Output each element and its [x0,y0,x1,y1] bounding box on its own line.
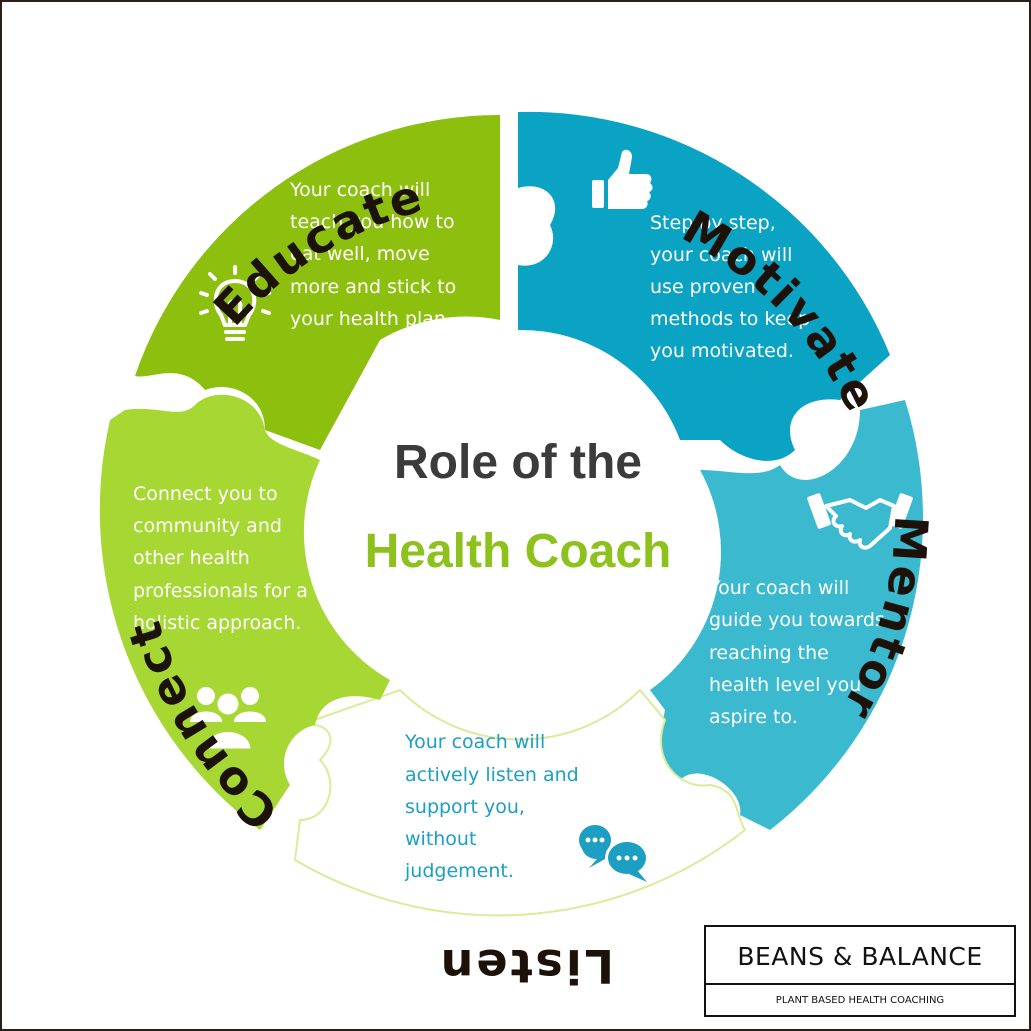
connect-line-3: other health [133,547,250,569]
lightbulb-icon [199,265,271,341]
brand-logo: BEANS & BALANCE PLANT BASED HEALTH COACH… [704,925,1016,1017]
motivate-line-2: your coach will [650,244,792,266]
chat-bubbles-icon [579,825,649,882]
segment-educate [135,114,500,451]
listen-line-5: judgement. [404,860,514,882]
educate-line-5: your health plan. [290,308,452,330]
connect-line-2: community and [133,515,282,537]
motivate-line-5: you motivated. [650,340,794,362]
segment-mentor [650,400,923,830]
connect-line-4: professionals for a [133,580,308,602]
thumbs-up-icon [592,149,653,209]
educate-line-3: eat well, move [290,243,430,265]
motivate-line-1: Step by step, [650,212,776,234]
mentor-line-1: Your coach will [708,577,849,599]
educate-text: Your coach will teach you how to eat wel… [289,179,456,330]
label-listen-text: Listen [438,939,614,993]
connect-line-1: Connect you to [133,483,278,505]
segment-connect [99,394,390,830]
brand-name: BEANS & BALANCE [706,927,1014,985]
educate-line-4: more and stick to [290,276,456,298]
center-title-line2: Health Coach [365,525,672,578]
listen-text: Your coach will actively listen and supp… [404,731,579,882]
handshake-icon [807,493,913,550]
label-listen: Listen [438,939,614,993]
listen-line-3: support you, [405,796,525,818]
educate-line-2: teach you how to [290,211,455,233]
connect-line-5: holistic approach. [133,612,301,634]
mentor-line-3: reaching the [709,642,829,664]
educate-line-1: Your coach will [289,179,430,201]
center-title-line1: Role of the [394,436,642,489]
listen-line-1: Your coach will [404,731,545,753]
connect-text: Connect you to community and other healt… [133,483,308,634]
motivate-text: Step by step, your coach will use proven… [650,212,810,362]
center-circle [340,336,692,688]
mentor-text: Your coach will guide you towards reachi… [708,577,885,728]
motivate-line-3: use proven [650,276,756,298]
group-icon [190,687,266,752]
motivate-line-4: methods to keep [650,308,810,330]
mentor-line-5: aspire to. [709,706,798,728]
brand-tagline: PLANT BASED HEALTH COACHING [775,995,945,1006]
mentor-line-4: health level you [709,674,861,696]
mentor-line-2: guide you towards [709,609,885,631]
listen-line-4: without [405,828,476,850]
listen-line-2: actively listen and [405,764,579,786]
